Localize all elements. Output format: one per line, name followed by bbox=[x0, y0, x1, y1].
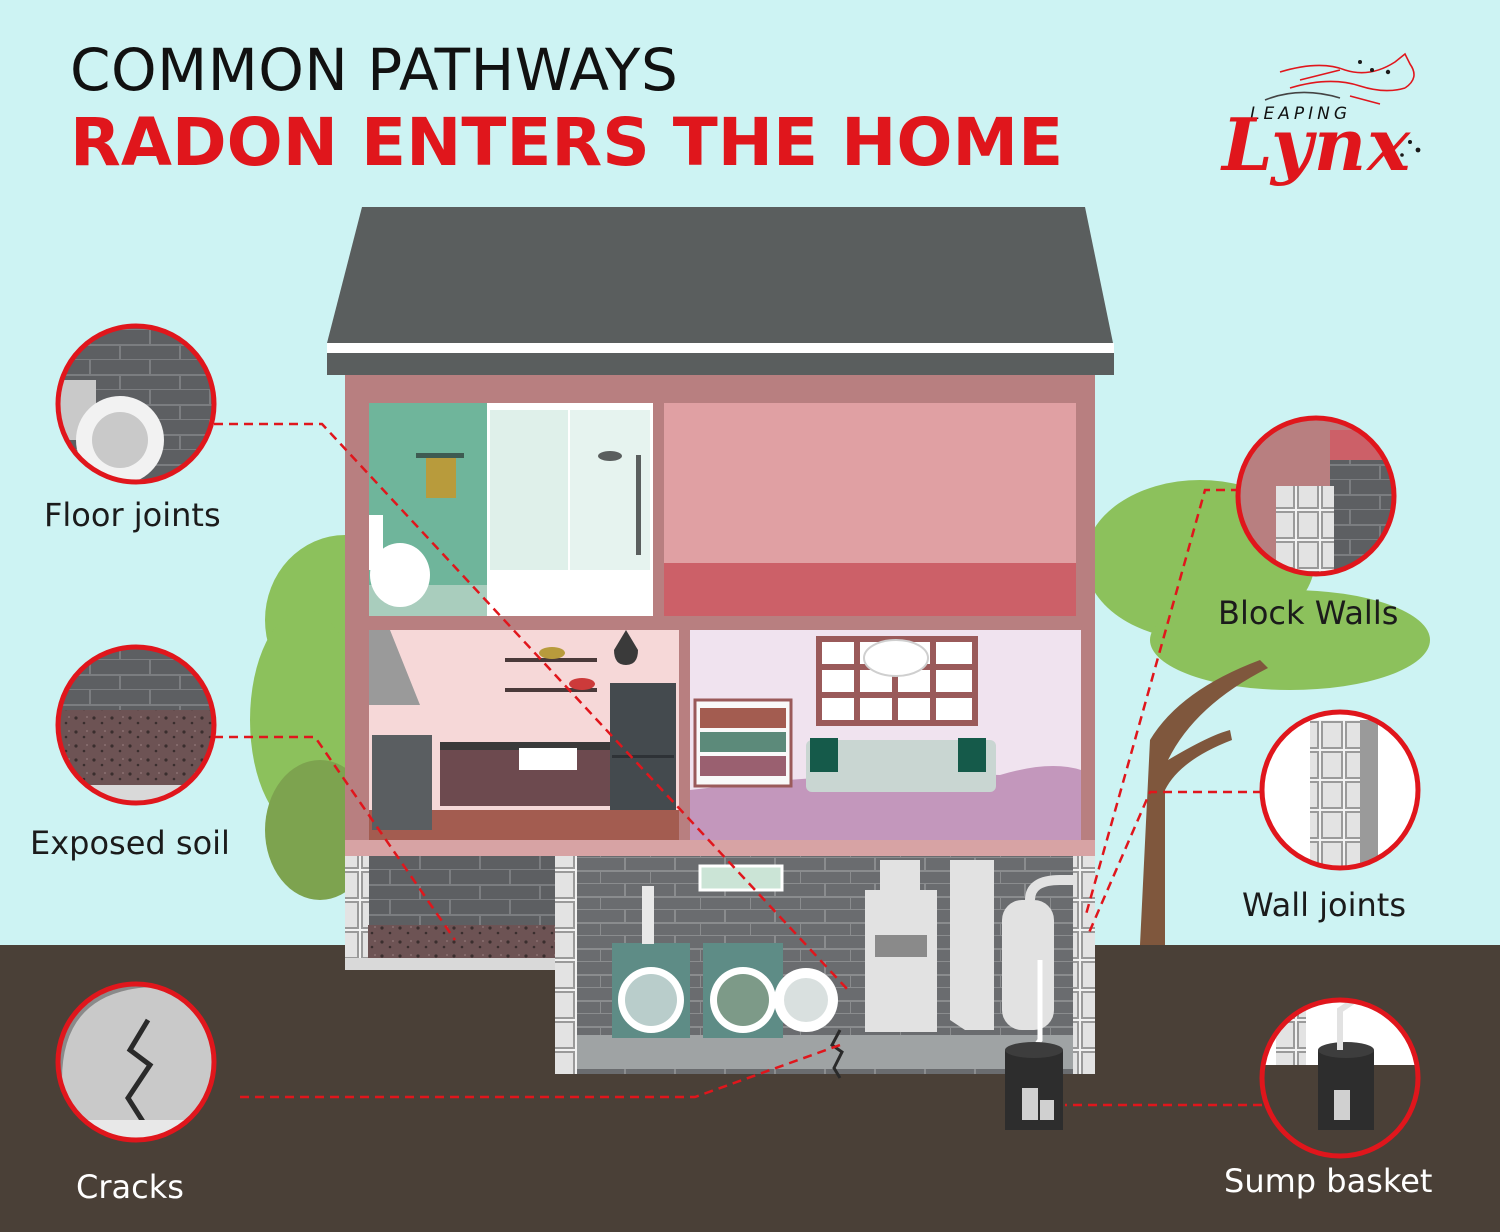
connector-lines bbox=[214, 422, 1262, 1107]
living-room bbox=[690, 630, 1081, 840]
basement bbox=[555, 856, 1095, 1074]
bathroom bbox=[369, 403, 653, 616]
callout-sump-basket bbox=[1259, 997, 1421, 1159]
label-wall-joints: Wall joints bbox=[1242, 886, 1407, 924]
lynx-logo-icon bbox=[1264, 52, 1415, 105]
callout-block-walls bbox=[1235, 415, 1397, 577]
upper-room bbox=[664, 403, 1076, 616]
logo-dots bbox=[1358, 60, 1421, 157]
callout-exposed-soil bbox=[55, 644, 217, 806]
logo-name: Lynx bbox=[1222, 102, 1412, 187]
foundation bbox=[345, 840, 1095, 856]
callout-floor-joints bbox=[55, 323, 217, 485]
label-exposed-soil: Exposed soil bbox=[30, 824, 230, 862]
title-line-2: RADON ENTERS THE HOME bbox=[70, 104, 1064, 181]
floor-crack bbox=[830, 1029, 844, 1079]
label-sump-basket: Sump basket bbox=[1224, 1162, 1433, 1200]
sump-basket bbox=[1005, 1042, 1063, 1130]
title-line-1: COMMON PATHWAYS bbox=[70, 36, 679, 104]
label-block-walls: Block Walls bbox=[1218, 594, 1399, 632]
crawlspace bbox=[345, 856, 555, 970]
roof bbox=[327, 207, 1114, 375]
logo-tagline: LEAPING bbox=[1250, 104, 1351, 124]
callout-wall-joints bbox=[1259, 709, 1421, 871]
label-floor-joints: Floor joints bbox=[44, 496, 221, 534]
label-cracks: Cracks bbox=[76, 1168, 184, 1206]
kitchen bbox=[369, 630, 679, 840]
callout-cracks bbox=[55, 981, 217, 1143]
